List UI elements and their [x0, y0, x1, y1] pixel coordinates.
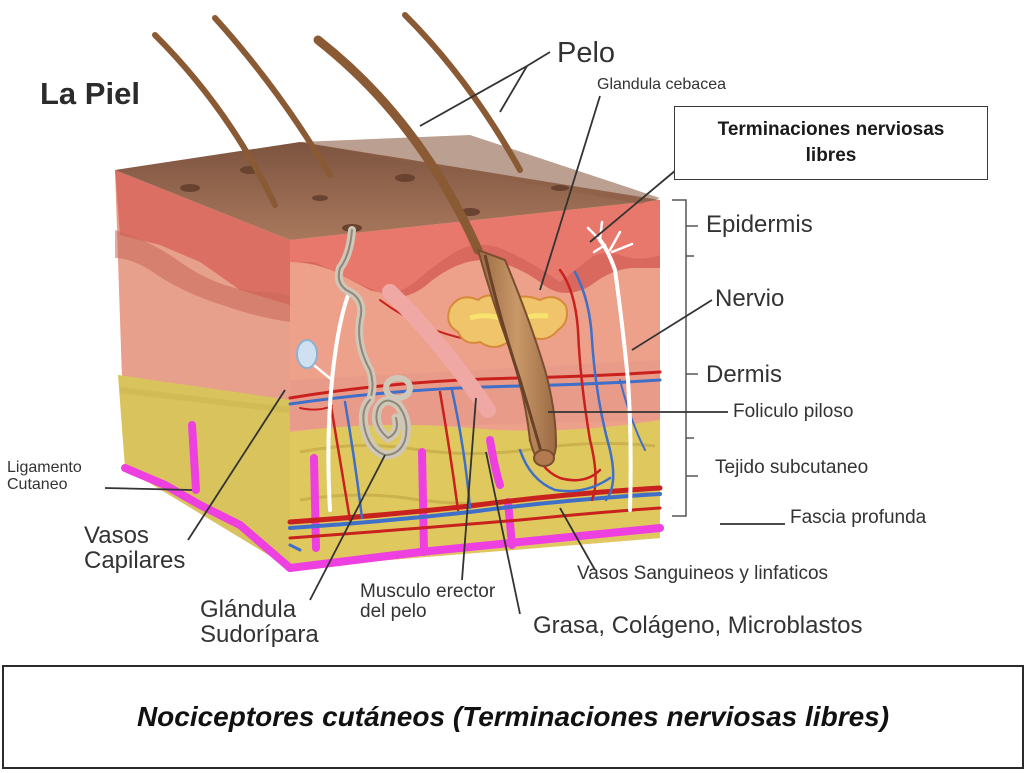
- pacinian-corpuscle: [296, 339, 318, 369]
- label-ligamento-cutaneo: Ligamento Cutaneo: [7, 459, 82, 494]
- callout-terminaciones-nerviosas: Terminaciones nerviosas libres: [674, 106, 988, 180]
- label-grasa-colageno: Grasa, Colágeno, Microblastos: [533, 612, 863, 639]
- label-epidermis: Epidermis: [706, 211, 813, 238]
- label-glandula-cebacea: Glandula cebacea: [597, 76, 726, 93]
- diagram-title: La Piel: [40, 76, 140, 111]
- label-fascia-profunda: Fascia profunda: [790, 507, 927, 528]
- label-vasos-capilares-line2: Capilares: [84, 547, 186, 575]
- callout-line1: Terminaciones nerviosas: [717, 119, 945, 141]
- left-face: [115, 170, 291, 568]
- hair-shafts: [152, 12, 523, 255]
- label-musculo-line2: del pelo: [360, 600, 427, 622]
- label-pelo: Pelo: [557, 37, 616, 69]
- label-foliculo-piloso: Foliculo piloso: [733, 401, 854, 422]
- label-glandula-sudoripara-line2: Sudorípara: [200, 621, 319, 649]
- label-nervio: Nervio: [715, 285, 785, 312]
- blood-vessels: [287, 268, 663, 552]
- label-musculo-erector: Musculo erector del pelo: [360, 582, 495, 622]
- caption-text: Nociceptores cutáneos (Terminaciones ner…: [136, 701, 890, 732]
- skin-surface: [115, 135, 660, 240]
- label-tejido-subcutaneo: Tejido subcutaneo: [715, 457, 869, 478]
- label-vasos-capilares: Vasos Capilares: [84, 522, 186, 575]
- layer-bracket: [672, 199, 698, 517]
- leader-lines: [104, 51, 785, 615]
- callout-line2: libres: [805, 145, 857, 166]
- label-dermis: Dermis: [706, 361, 782, 388]
- label-ligamento-line2: Cutaneo: [7, 475, 68, 493]
- arrector-pili-muscle: [382, 284, 496, 418]
- caption-box: Nociceptores cutáneos (Terminaciones ner…: [2, 665, 1024, 769]
- label-vasos-capilares-line1: Vasos: [84, 522, 149, 549]
- hair-follicle: [476, 248, 558, 467]
- fascia-profunda: [121, 421, 664, 572]
- sweat-gland: [334, 226, 413, 460]
- label-ligamento-line1: Ligamento: [7, 459, 82, 476]
- label-glandula-sudoripara-line1: Glándula: [200, 596, 297, 623]
- label-musculo-line1: Musculo erector: [360, 581, 496, 602]
- label-glandula-sudoripara: Glándula Sudorípara: [200, 596, 319, 649]
- label-vasos-sanguineos: Vasos Sanguineos y linfaticos: [577, 563, 829, 584]
